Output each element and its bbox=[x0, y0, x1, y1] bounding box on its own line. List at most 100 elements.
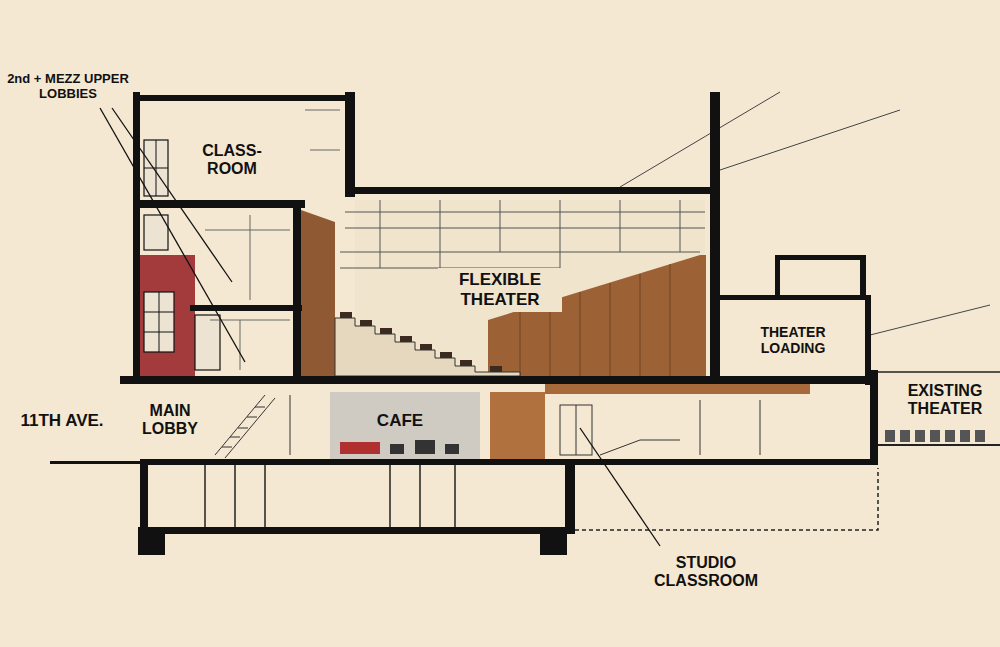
basement-part bbox=[264, 465, 266, 527]
lobby-level-part bbox=[560, 405, 592, 455]
structure bbox=[50, 92, 875, 555]
facade-part bbox=[195, 315, 220, 370]
theater-interior-part bbox=[580, 292, 581, 376]
structure-part bbox=[140, 527, 575, 534]
leader-lines-part bbox=[580, 428, 660, 546]
structure-part bbox=[720, 295, 870, 300]
existing-theater-part bbox=[915, 430, 925, 442]
room-label: CAFE bbox=[355, 411, 445, 431]
existing-theater-part bbox=[975, 430, 985, 442]
existing-theater-part bbox=[878, 444, 1000, 446]
facade-part bbox=[205, 230, 290, 231]
structure-part bbox=[133, 92, 140, 382]
facade-part bbox=[240, 320, 241, 370]
theater-interior-part bbox=[640, 274, 641, 376]
facade-part bbox=[144, 140, 168, 196]
facade bbox=[140, 110, 340, 378]
theater-interior bbox=[301, 200, 706, 376]
existing-theater-part bbox=[960, 430, 970, 442]
structure-part bbox=[133, 95, 355, 101]
structure-part bbox=[120, 376, 870, 384]
structure-part bbox=[138, 527, 165, 555]
room-label: EXISTING THEATER bbox=[897, 382, 993, 419]
structure-part bbox=[710, 92, 720, 382]
facade-part bbox=[140, 255, 195, 378]
structure-part bbox=[565, 459, 575, 534]
room-label: THEATER LOADING bbox=[738, 324, 848, 356]
leader-lines-part bbox=[112, 108, 232, 282]
basement-part bbox=[234, 465, 236, 527]
theater-interior-part bbox=[460, 360, 472, 366]
sky-lines-part bbox=[620, 92, 780, 187]
theater-interior-part bbox=[680, 200, 681, 252]
structure-part bbox=[140, 459, 875, 465]
room-label: MAIN LOBBY bbox=[134, 402, 206, 439]
theater-interior-part bbox=[345, 228, 705, 229]
facade-part bbox=[159, 292, 160, 352]
theater-interior-part bbox=[490, 366, 502, 372]
lobby-level-part bbox=[340, 442, 380, 454]
room-label: CLASS- ROOM bbox=[196, 142, 268, 179]
theater-interior-part bbox=[340, 200, 705, 268]
lobby-level-part bbox=[230, 437, 240, 438]
existing-theater-part bbox=[900, 430, 910, 442]
facade-part bbox=[144, 332, 174, 333]
theater-interior-part bbox=[380, 200, 381, 268]
theater-interior-part bbox=[360, 320, 372, 326]
lobby-level-part bbox=[238, 428, 248, 429]
room-label: FLEXIBLE THEATER bbox=[438, 268, 562, 311]
structure-part bbox=[345, 92, 355, 197]
theater-interior-part bbox=[520, 311, 521, 376]
structure-part bbox=[190, 305, 302, 311]
structure-part bbox=[345, 187, 717, 194]
lobby-level-part bbox=[215, 395, 265, 455]
lobby-level-part bbox=[330, 392, 480, 459]
theater-interior-part bbox=[670, 264, 671, 376]
structure-part bbox=[50, 461, 140, 464]
lobby-level-part bbox=[760, 400, 761, 455]
basement-part bbox=[389, 465, 391, 527]
lobby-level-part bbox=[600, 440, 640, 455]
lobby-level-part bbox=[490, 392, 545, 459]
facade-part bbox=[144, 292, 174, 352]
theater-interior-part bbox=[301, 210, 335, 376]
basement-part bbox=[454, 465, 456, 527]
lobby-level-part bbox=[700, 400, 701, 455]
theater-interior-part bbox=[500, 200, 501, 252]
theater-interior-part bbox=[440, 200, 441, 268]
room-label: 2nd + MEZZ UPPER LOBBIES bbox=[7, 72, 129, 102]
lobby-level-part bbox=[415, 440, 435, 454]
facade-part bbox=[144, 312, 174, 313]
theater-interior-part bbox=[550, 302, 551, 376]
structure-part bbox=[540, 527, 567, 555]
theater-interior-part bbox=[340, 312, 502, 372]
theater-interior-part bbox=[335, 318, 520, 376]
leader-lines bbox=[100, 108, 660, 546]
theater-interior-part bbox=[340, 312, 352, 318]
lobby-level-part bbox=[215, 395, 760, 458]
existing-theater-part bbox=[930, 430, 940, 442]
lobby-level-part bbox=[247, 417, 257, 418]
existing-theater-part bbox=[885, 430, 895, 442]
lobby-level-part bbox=[576, 405, 577, 455]
structure-part bbox=[860, 255, 866, 300]
lobby-level-part bbox=[222, 447, 232, 448]
sky-lines-part bbox=[870, 305, 990, 335]
existing-theater bbox=[870, 370, 1000, 465]
theater-interior-part bbox=[400, 336, 412, 342]
facade-part bbox=[144, 168, 168, 169]
room-label: 11TH AVE. bbox=[12, 411, 112, 431]
lobby-level bbox=[215, 384, 810, 459]
theater-interior-part bbox=[440, 352, 452, 358]
theater-interior-part bbox=[380, 328, 392, 334]
lobby-level-part bbox=[545, 384, 810, 394]
lobby-level-part bbox=[290, 395, 291, 455]
theater-interior-part bbox=[420, 344, 432, 350]
structure-part bbox=[133, 200, 305, 208]
lobby-level-part bbox=[390, 440, 459, 454]
structure-part bbox=[865, 295, 871, 385]
facade-part bbox=[310, 150, 340, 151]
lobby-level-part bbox=[445, 444, 459, 454]
facade-part bbox=[144, 140, 174, 352]
